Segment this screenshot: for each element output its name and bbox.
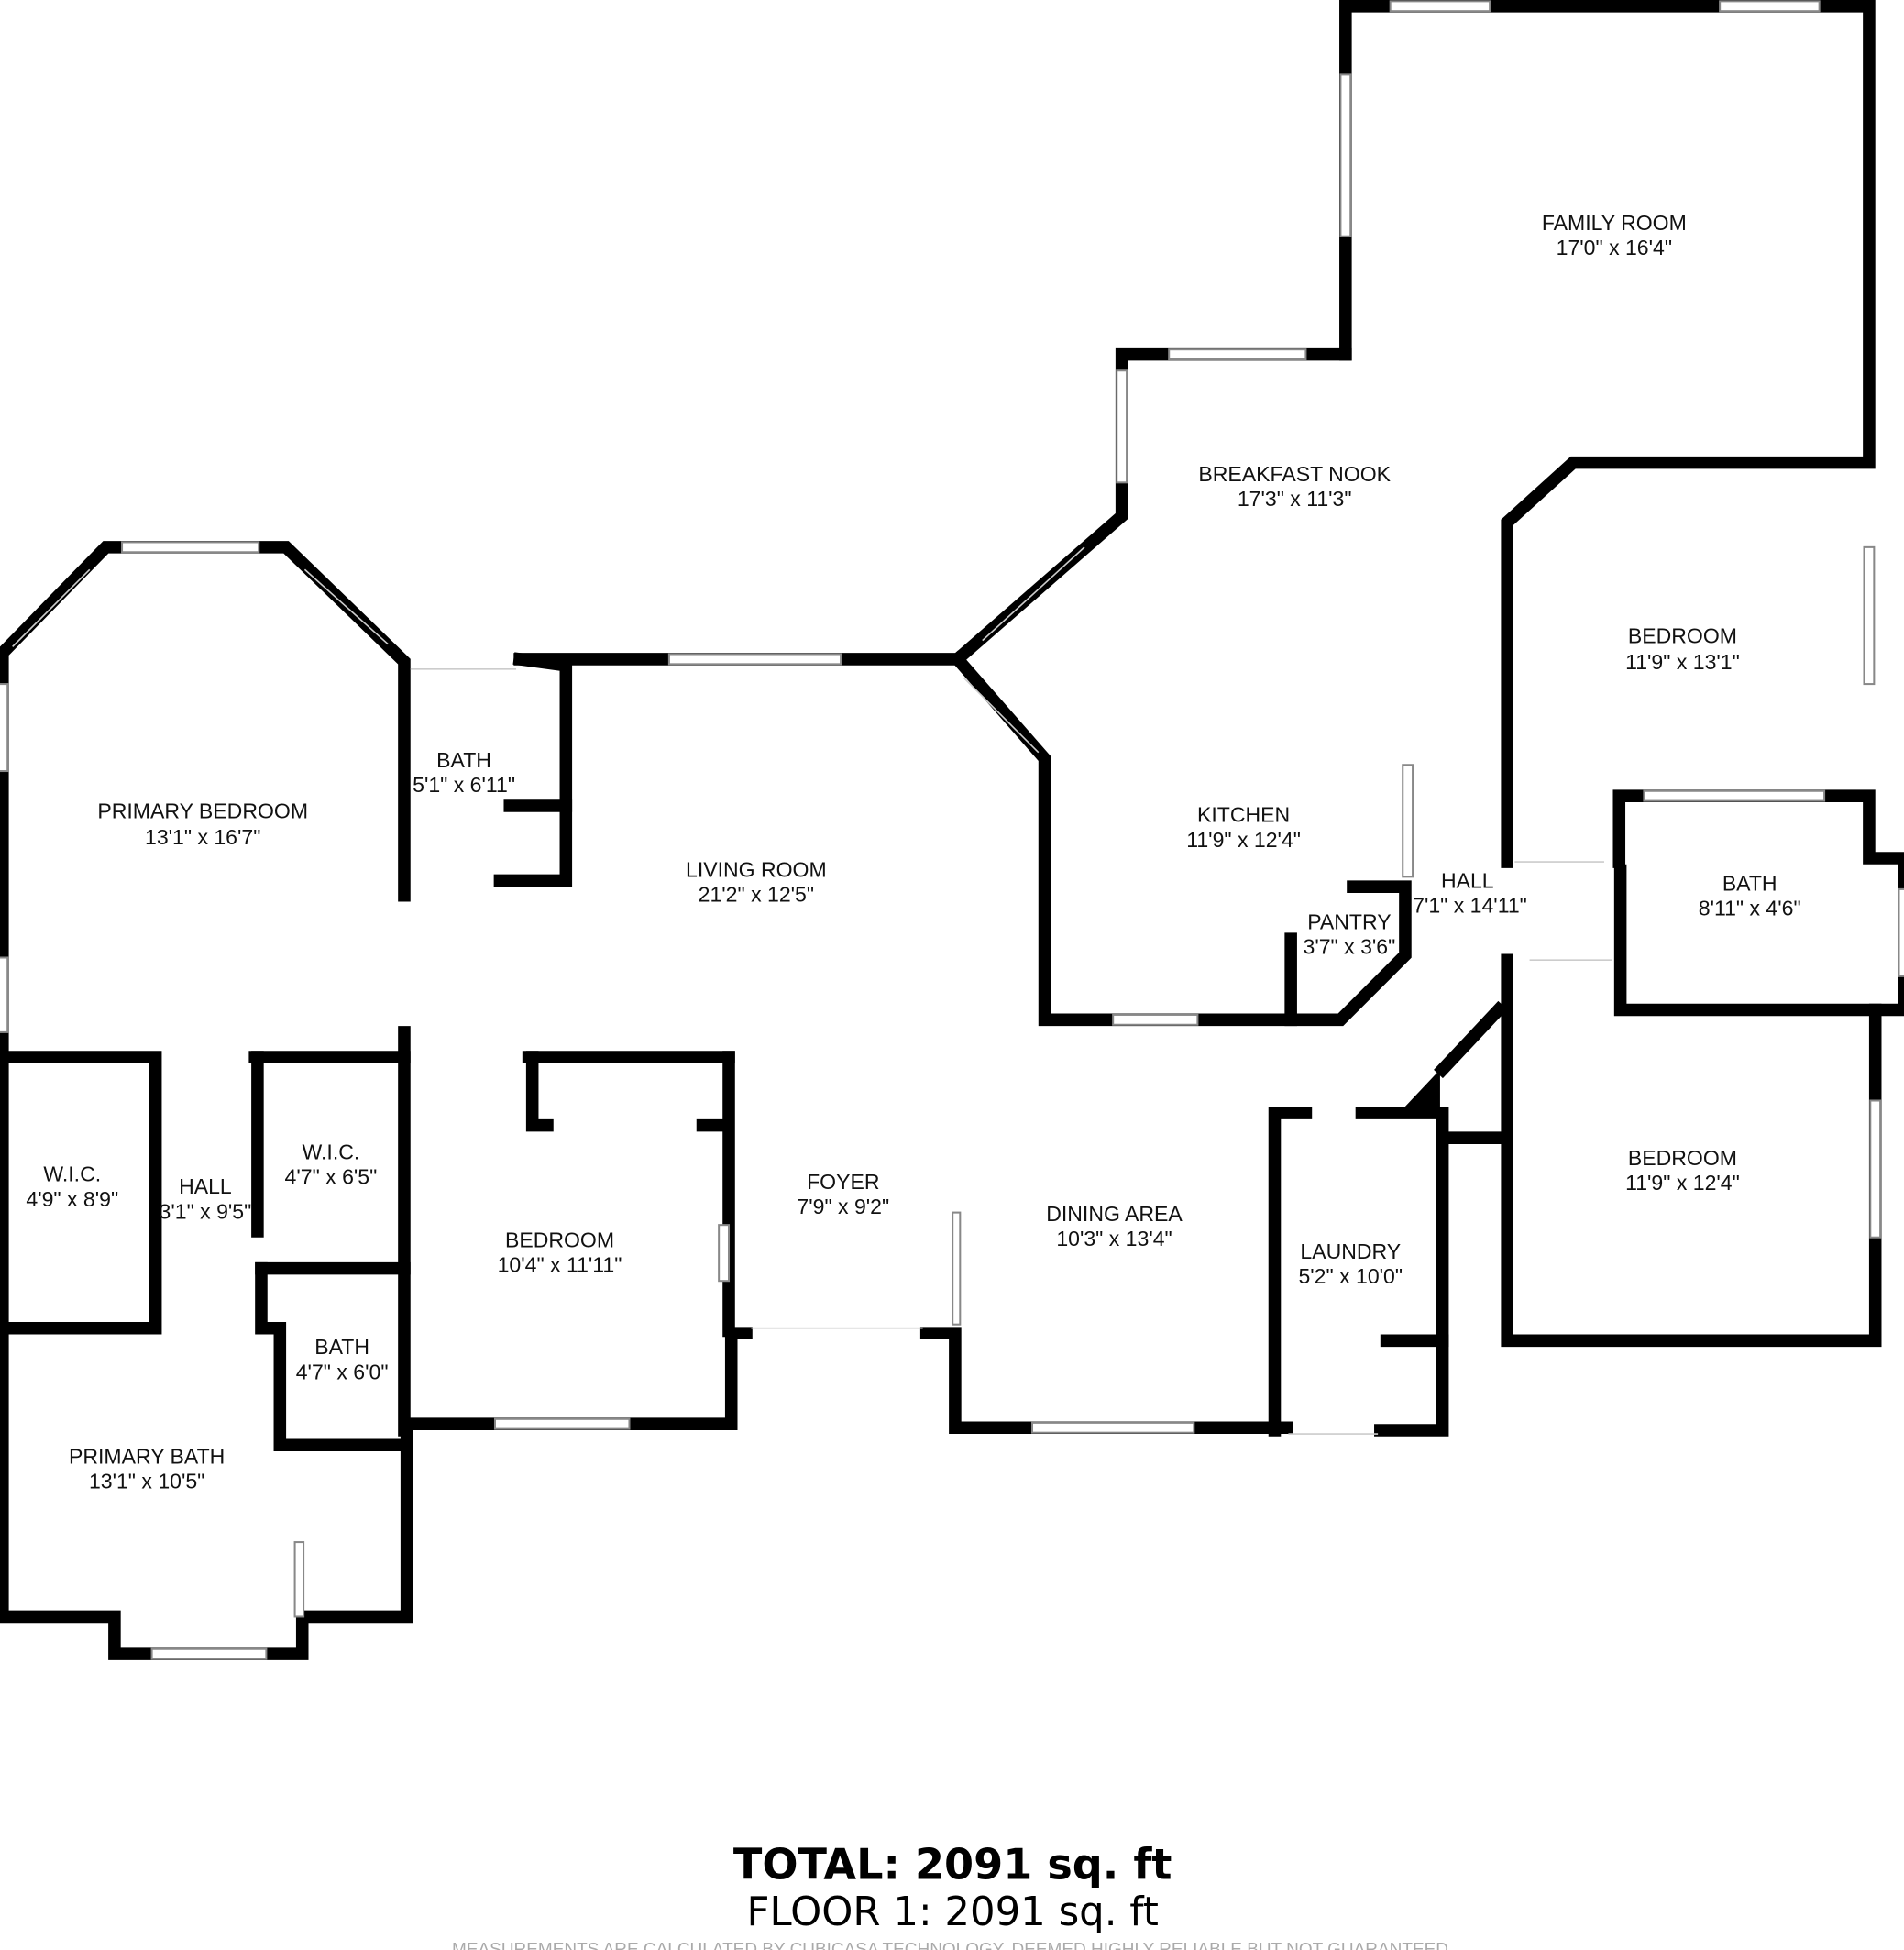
room-wic-1: W.I.C.4'9" x 8'9" [26, 1162, 118, 1211]
svg-text:4'7" x 6'5": 4'7" x 6'5" [285, 1164, 378, 1188]
svg-text:PANTRY: PANTRY [1307, 909, 1391, 933]
svg-text:W.I.C.: W.I.C. [43, 1162, 101, 1186]
svg-text:17'3" x 11'3": 17'3" x 11'3" [1238, 487, 1352, 511]
svg-text:FAMILY ROOM: FAMILY ROOM [1542, 211, 1687, 235]
svg-text:21'2" x 12'5": 21'2" x 12'5" [699, 882, 814, 906]
svg-text:5'1" x 6'11": 5'1" x 6'11" [413, 773, 515, 797]
svg-text:11'9" x 12'4": 11'9" x 12'4" [1186, 828, 1301, 852]
svg-text:BATH: BATH [436, 748, 491, 772]
room-bedroom-ne: BEDROOM 11'9" x 13'1" [1625, 623, 1740, 673]
svg-text:3'1" x 9'5": 3'1" x 9'5" [160, 1199, 252, 1223]
svg-text:PRIMARY BEDROOM: PRIMARY BEDROOM [97, 799, 308, 823]
total-area: TOTAL: 2091 sq. ft [733, 1840, 1172, 1889]
svg-text:HALL: HALL [1441, 869, 1494, 893]
disclaimer: MEASUREMENTS ARE CALCULATED BY CUBICASA … [452, 1940, 1453, 1950]
svg-text:BEDROOM: BEDROOM [1628, 1146, 1737, 1170]
svg-text:BEDROOM: BEDROOM [1628, 623, 1737, 647]
svg-text:5'2" x 10'0": 5'2" x 10'0" [1298, 1264, 1403, 1288]
room-wic-2: W.I.C.4'7" x 6'5" [285, 1140, 378, 1188]
svg-text:BEDROOM: BEDROOM [505, 1228, 614, 1252]
svg-text:7'9" x 9'2": 7'9" x 9'2" [797, 1195, 889, 1218]
svg-text:BATH: BATH [1722, 871, 1777, 895]
svg-text:11'9" x 12'4": 11'9" x 12'4" [1625, 1171, 1740, 1195]
svg-text:W.I.C.: W.I.C. [303, 1140, 360, 1163]
svg-text:FOYER: FOYER [807, 1170, 879, 1194]
svg-text:13'1" x 16'7": 13'1" x 16'7" [145, 825, 260, 849]
svg-text:LAUNDRY: LAUNDRY [1300, 1239, 1401, 1263]
svg-text:8'11" x 4'6": 8'11" x 4'6" [1699, 896, 1801, 920]
svg-text:HALL: HALL [179, 1174, 232, 1198]
svg-text:BREAKFAST NOOK: BREAKFAST NOOK [1198, 462, 1391, 486]
svg-text:BATH: BATH [314, 1335, 369, 1359]
floor-area: FLOOR 1: 2091 sq. ft [747, 1889, 1159, 1935]
svg-text:PRIMARY BATH: PRIMARY BATH [69, 1445, 225, 1469]
svg-text:7'1" x 14'11": 7'1" x 14'11" [1413, 894, 1527, 918]
svg-text:13'1" x 10'5": 13'1" x 10'5" [89, 1470, 204, 1493]
windows [0, 0, 1904, 1660]
svg-text:3'7" x 3'6": 3'7" x 3'6" [1304, 934, 1396, 958]
svg-text:KITCHEN: KITCHEN [1197, 803, 1290, 827]
svg-text:10'3" x 13'4": 10'3" x 13'4" [1056, 1227, 1172, 1250]
svg-text:4'7" x 6'0": 4'7" x 6'0" [296, 1360, 389, 1383]
svg-text:11'9" x 13'1": 11'9" x 13'1" [1625, 650, 1740, 674]
svg-text:LIVING ROOM: LIVING ROOM [686, 857, 827, 881]
svg-text:17'0" x 16'4": 17'0" x 16'4" [1557, 236, 1672, 259]
svg-text:DINING AREA: DINING AREA [1046, 1202, 1183, 1226]
svg-text:10'4" x 11'11": 10'4" x 11'11" [498, 1253, 622, 1277]
svg-text:4'9" x 8'9": 4'9" x 8'9" [26, 1187, 118, 1211]
walls [0, 0, 1904, 1660]
area-summary: TOTAL: 2091 sq. ft FLOOR 1: 2091 sq. ft … [452, 1840, 1453, 1950]
